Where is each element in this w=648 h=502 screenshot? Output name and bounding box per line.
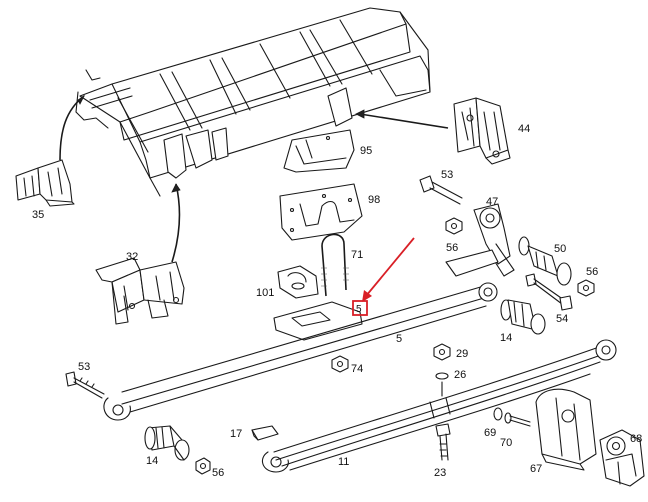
plate-95 — [283, 129, 355, 173]
callout-5-highlighted: 5 — [356, 304, 362, 315]
bushing-14-left — [144, 425, 190, 461]
callout-69: 69 — [484, 427, 496, 439]
leaf-spring-5 — [103, 282, 498, 421]
callout-32: 32 — [126, 251, 138, 263]
callout-23: 23 — [434, 467, 446, 479]
bushing-14-right — [500, 299, 546, 335]
callout-70: 70 — [500, 437, 512, 449]
callout-35: 35 — [32, 209, 44, 221]
pad-17 — [251, 425, 279, 441]
axle-pad-5 — [273, 301, 363, 341]
callout-50: 50 — [554, 243, 566, 255]
fastener-69-70 — [493, 407, 531, 427]
callout-95: 95 — [360, 145, 372, 157]
callout-71: 71 — [351, 249, 363, 261]
callout-68: 68 — [630, 433, 642, 445]
callout-14-left: 14 — [146, 455, 158, 467]
callout-44: 44 — [518, 123, 530, 135]
bracket-67 — [535, 388, 597, 471]
nut-56-upper — [445, 217, 463, 235]
callout-56-right: 56 — [586, 266, 598, 278]
spring-pad-101 — [277, 265, 319, 299]
callout-11: 11 — [338, 456, 349, 468]
plate-98 — [279, 183, 363, 241]
bushing-50 — [518, 236, 572, 286]
callout-26: 26 — [454, 369, 466, 381]
bolt-53-right — [419, 175, 463, 205]
callout-54: 54 — [556, 313, 568, 325]
nut-56-left — [195, 457, 211, 475]
callout-labels: 44 95 53 98 35 47 56 50 32 71 56 101 5 5… — [32, 123, 642, 479]
callout-17: 17 — [230, 428, 242, 440]
callout-98: 98 — [368, 194, 380, 206]
callout-56-left: 56 — [212, 467, 224, 479]
callout-53-right: 53 — [441, 169, 453, 181]
bracket-32 — [95, 183, 185, 325]
hanger-68 — [599, 429, 645, 487]
bolt-23 — [435, 423, 451, 461]
callout-14-right: 14 — [500, 332, 512, 344]
callout-67: 67 — [530, 463, 542, 475]
bracket-44 — [355, 97, 511, 165]
bolt-53-left — [65, 371, 105, 399]
u-bolt-71 — [321, 233, 349, 297]
leaf-spring-11 — [261, 339, 617, 473]
fastener-29 — [433, 343, 451, 361]
callout-56-upper: 56 — [446, 242, 458, 254]
callout-47: 47 — [486, 196, 498, 208]
bracket-35 — [15, 94, 86, 207]
bolt-54 — [525, 273, 573, 311]
callout-53-left: 53 — [78, 361, 90, 373]
nut-74 — [331, 355, 349, 373]
callout-74: 74 — [351, 363, 363, 375]
fastener-26 — [435, 372, 449, 397]
callout-29: 29 — [456, 348, 468, 360]
highlight-marker — [352, 237, 415, 316]
chassis-frame — [75, 7, 431, 197]
callout-101: 101 — [256, 287, 274, 299]
nut-56-right — [577, 279, 595, 297]
shackle-47 — [445, 203, 515, 277]
highlight-box — [352, 300, 368, 316]
callout-5: 5 — [396, 333, 402, 345]
